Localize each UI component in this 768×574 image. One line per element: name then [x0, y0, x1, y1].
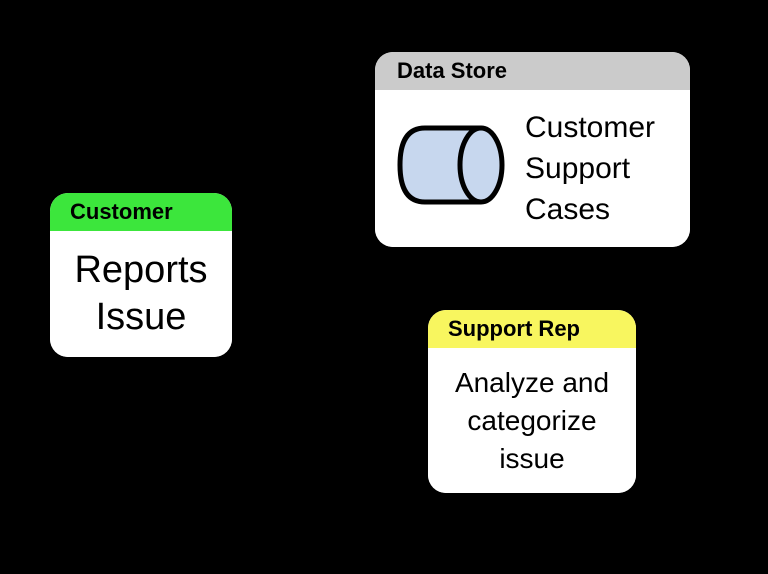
- node-customer-body: Reports Issue: [50, 231, 232, 357]
- node-support-rep-header: Support Rep: [428, 310, 636, 348]
- node-support-rep-title: Support Rep: [448, 316, 580, 341]
- node-data-store-header: Data Store: [375, 52, 690, 90]
- node-customer: Customer Reports Issue: [50, 193, 232, 357]
- node-support-rep: Support Rep Analyze and categorize issue: [428, 310, 636, 493]
- node-data-store-body: Customer Support Cases: [375, 90, 690, 247]
- node-data-store-label: Customer Support Cases: [525, 111, 656, 226]
- node-customer-label: Reports Issue: [74, 249, 208, 338]
- node-data-store-title: Data Store: [397, 58, 508, 83]
- database-cylinder-icon: [395, 125, 507, 205]
- node-support-rep-body: Analyze and categorize issue: [428, 348, 636, 493]
- node-customer-title: Customer: [70, 199, 173, 224]
- node-data-store: Data Store Customer Support Cases: [375, 52, 690, 247]
- node-support-rep-label: Analyze and categorize issue: [454, 366, 610, 474]
- node-customer-header: Customer: [50, 193, 232, 231]
